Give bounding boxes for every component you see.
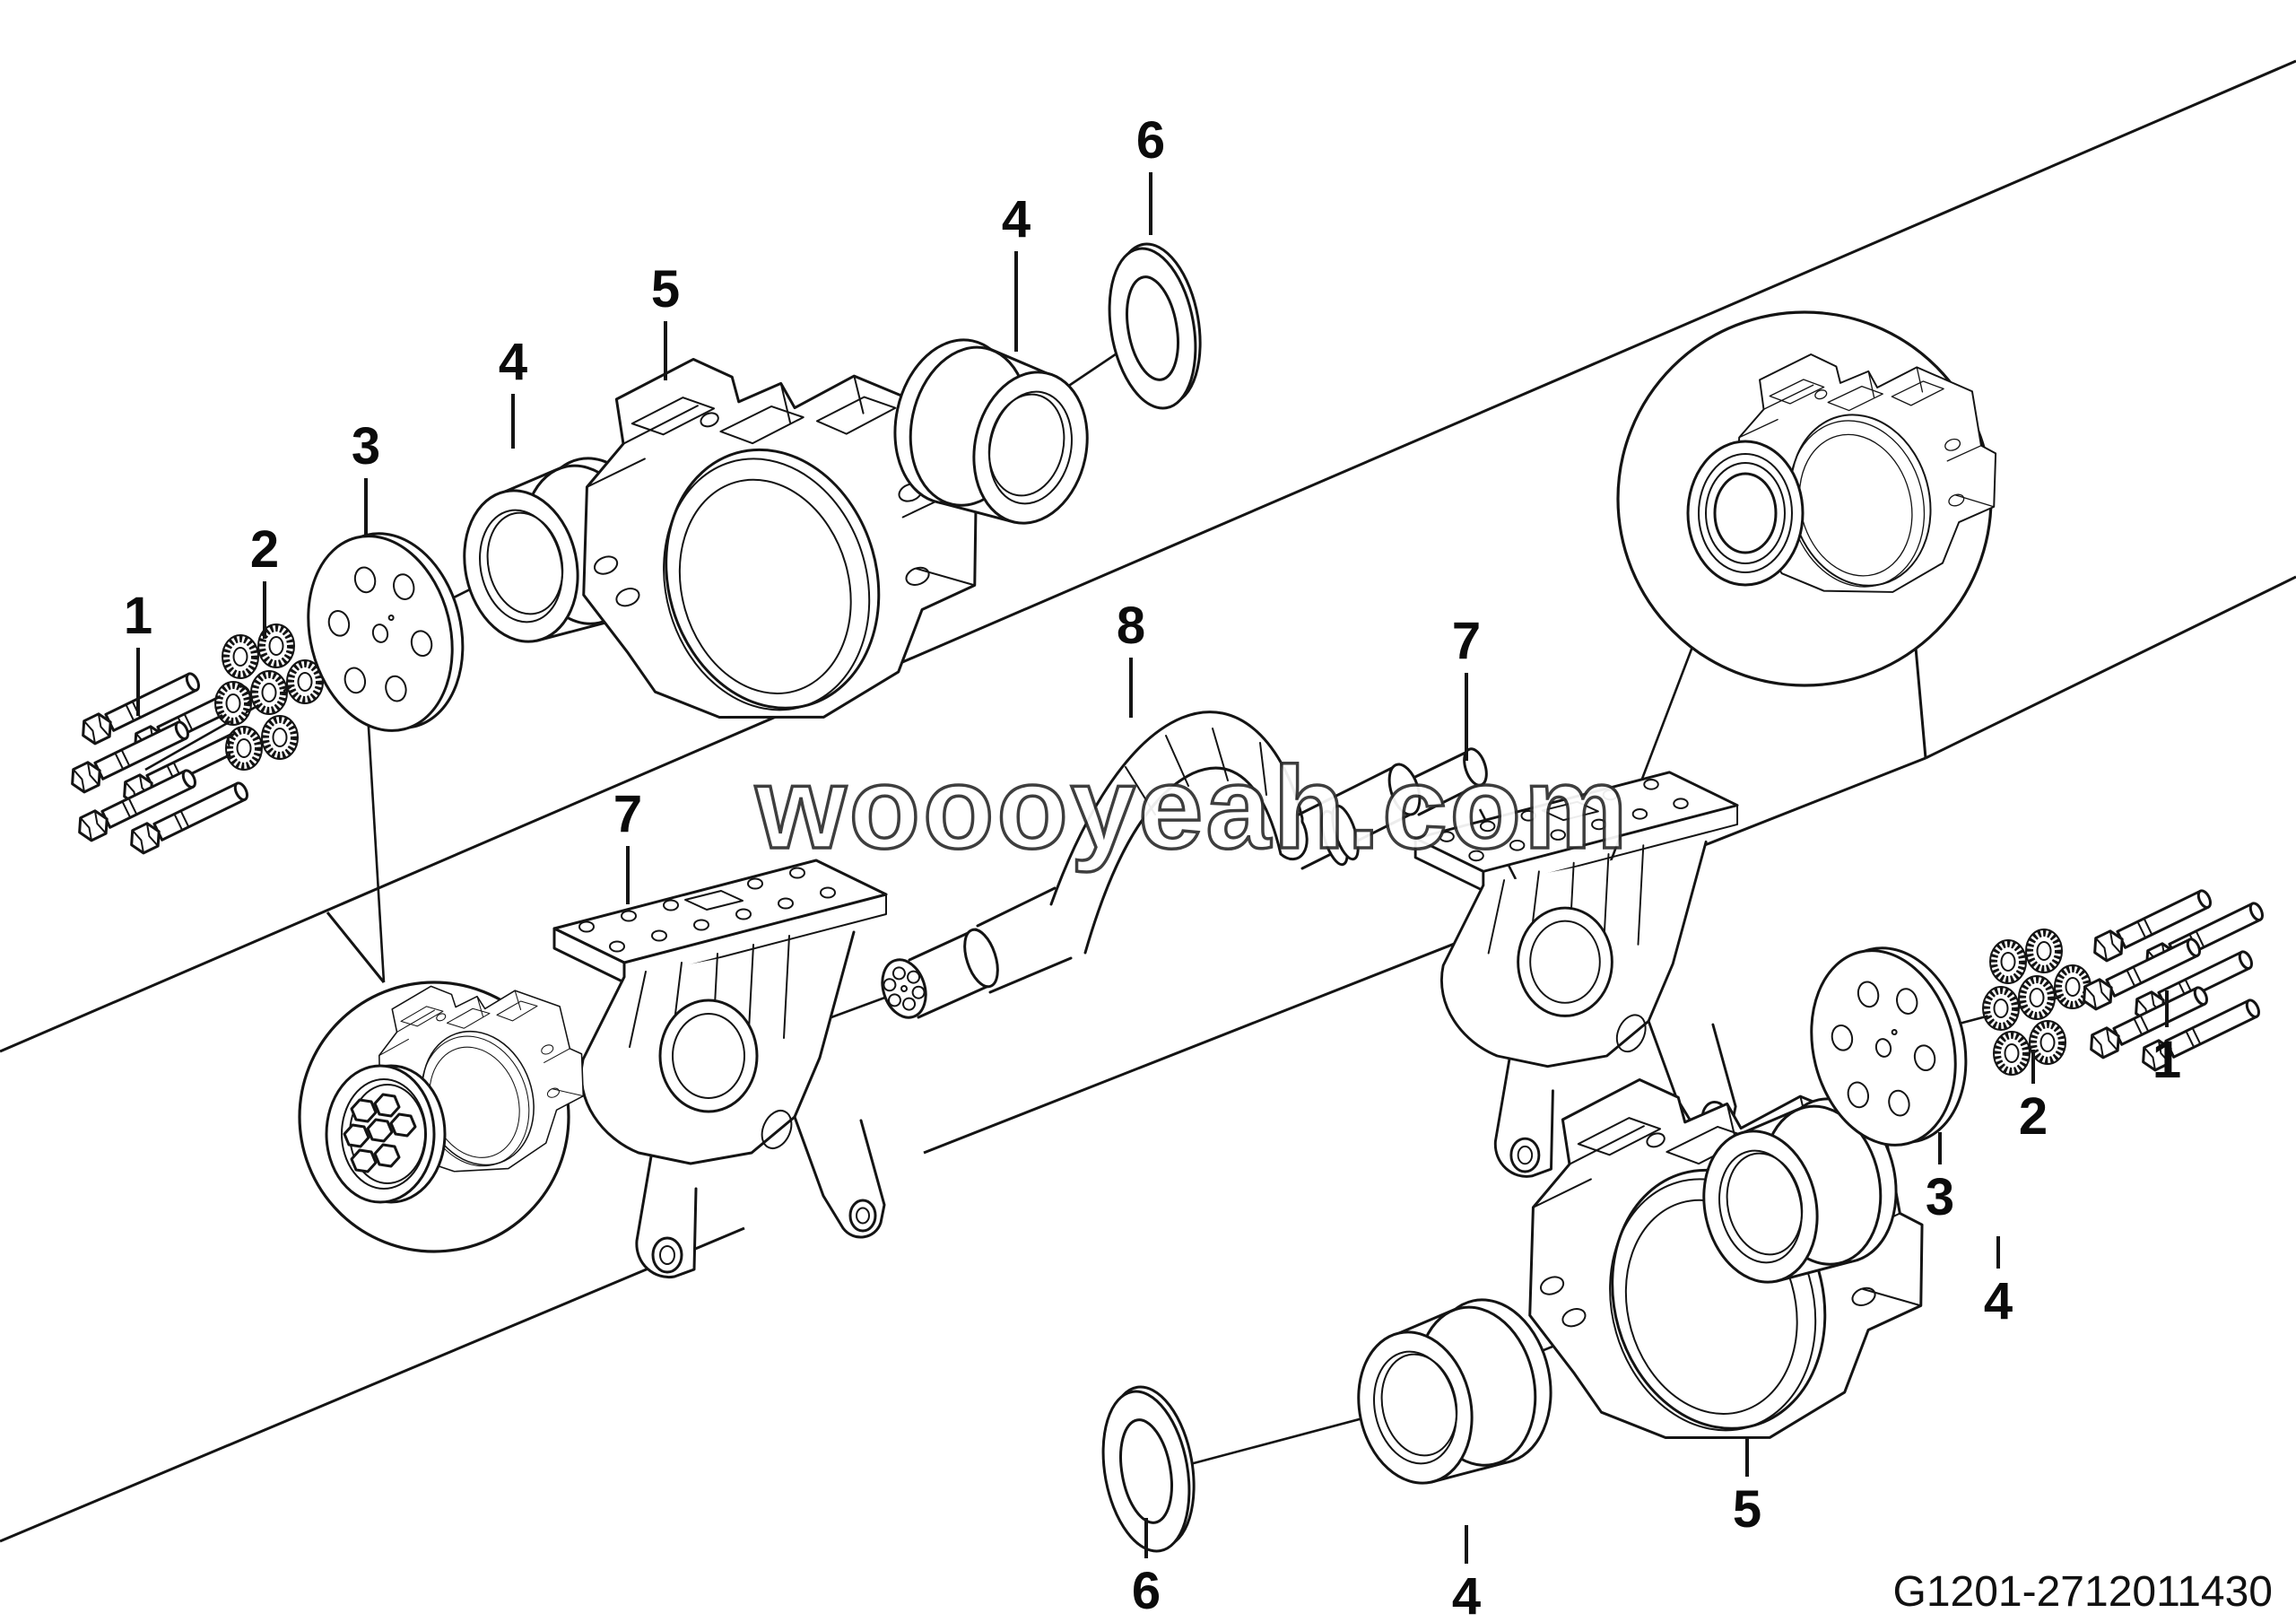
callout-number-1-0: 1 [124,587,152,645]
frame-line-2 [923,756,1926,1155]
callout-number-2-1: 2 [250,520,279,579]
axis-leader-7 [365,697,386,983]
parts-layer [67,235,2266,1560]
lock-washers-left [215,624,323,770]
callout-number-1-16: 1 [2152,1031,2181,1089]
callout-number-4-3: 4 [499,333,527,391]
frame-line-4 [326,911,386,983]
callout-number-2-15: 2 [2019,1087,2048,1146]
callout-number-4-11: 4 [1452,1567,1481,1622]
callout-number-5-12: 5 [1733,1480,1761,1539]
frame-lines-layer [0,59,2296,1543]
callout-number-7-9: 7 [1452,612,1481,670]
callout-number-3-2: 3 [352,417,380,475]
thrust-ring-left [1095,235,1214,417]
frame-line-3 [1925,575,2296,760]
flange-disc-left [287,516,484,748]
lock-washers-right [1983,929,2091,1075]
callout-number-5-4: 5 [651,260,680,318]
callout-number-7-8: 7 [613,785,642,843]
callout-number-3-14: 3 [1926,1168,1954,1226]
watermark-text: woooyeah.com [754,742,1630,873]
callout-number-6-10: 6 [1132,1562,1161,1620]
frame-line-0 [0,59,2296,1053]
frame-line-1 [0,1226,745,1543]
support-bracket-left [552,859,888,1279]
document-code: G1201-2712011430 [1893,1568,2274,1616]
callout-number-8-7: 8 [1117,597,1145,655]
frame-line-5 [1914,647,1927,759]
callout-number-4-13: 4 [1984,1272,2013,1330]
callout-number-4-5: 4 [1002,190,1031,249]
thrust-ring-right [1089,1378,1208,1560]
callout-number-6-6: 6 [1136,111,1165,170]
